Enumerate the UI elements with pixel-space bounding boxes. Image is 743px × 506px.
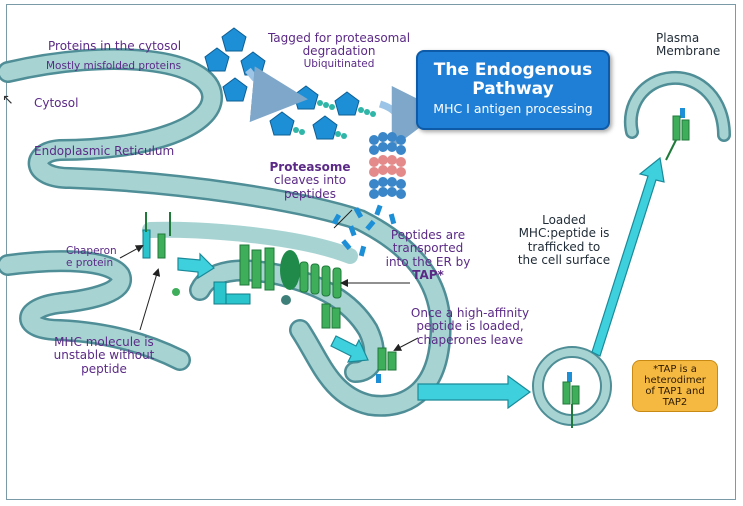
label-proteasome-block: Proteasome cleaves into peptides bbox=[262, 160, 358, 201]
label-once-2: peptide is loaded, bbox=[416, 319, 524, 334]
label-ubiquitinated: Ubiquitinated bbox=[303, 57, 375, 70]
mouse-cursor-icon: ↖ bbox=[2, 92, 14, 108]
tap-transporter bbox=[299, 261, 342, 299]
label-peptides-1: Peptides are bbox=[390, 228, 466, 242]
title-subtitle: MHC I antigen processing bbox=[433, 101, 593, 117]
label-cleaves-1: cleaves into bbox=[273, 173, 347, 188]
label-chaperone-block: Chaperon e protein bbox=[66, 245, 117, 270]
er-lumen-band bbox=[142, 221, 358, 264]
surface-mhc bbox=[665, 108, 690, 161]
loaded-mhc-er bbox=[321, 303, 397, 383]
pointer-once bbox=[393, 337, 419, 351]
label-proteasome: Proteasome bbox=[269, 160, 351, 174]
tagging-arrow bbox=[245, 66, 308, 123]
title-box: The Endogenous Pathway MHC I antigen pro… bbox=[416, 50, 610, 130]
ubiquitin-chains bbox=[293, 100, 376, 139]
proteasome-arrow bbox=[378, 85, 442, 149]
footnote-line-4: TAP2 bbox=[662, 397, 688, 408]
label-peptides-2: transported bbox=[392, 241, 464, 256]
label-misfolded: Mostly misfolded proteins bbox=[46, 60, 182, 72]
proteasome bbox=[369, 132, 406, 199]
flow-arrow-2 bbox=[330, 335, 369, 363]
label-once-1: Once a high-affinity bbox=[410, 306, 530, 320]
plasma-membrane bbox=[623, 70, 731, 142]
label-peptides-block: Peptides are transported into the ER by … bbox=[378, 228, 478, 283]
protein-pentagon bbox=[204, 47, 230, 72]
label-loaded-3: trafficked to bbox=[527, 239, 601, 254]
label-loaded-1: Loaded bbox=[542, 213, 586, 227]
label-peptides-3: into the ER by bbox=[385, 254, 471, 269]
label-plasma-block: Plasma Membrane bbox=[656, 31, 721, 59]
label-mhc-1: MHC molecule is bbox=[54, 335, 154, 349]
mhc-assembly-complex bbox=[213, 244, 300, 305]
pointer-chaperone bbox=[119, 245, 144, 259]
footnote-line-3: of TAP1 and bbox=[645, 386, 705, 397]
label-loaded-2: MHC:peptide is bbox=[518, 226, 610, 241]
protein-pentagon bbox=[222, 77, 248, 102]
protein-pentagon bbox=[221, 27, 247, 52]
title-line-2: Pathway bbox=[472, 78, 554, 99]
label-tagged: Tagged for proteasomal degradation Ubiqu… bbox=[254, 31, 424, 71]
vesicle-mhc bbox=[562, 372, 580, 428]
label-mhc-3: peptide bbox=[81, 361, 127, 376]
label-tap: TAP* bbox=[412, 268, 444, 283]
protein-pentagon bbox=[312, 115, 338, 140]
protein-pentagon bbox=[269, 111, 295, 136]
label-loaded-4: the cell surface bbox=[517, 253, 611, 268]
label-cytosol: Cytosol bbox=[34, 96, 79, 110]
label-tagged-2: degradation bbox=[302, 44, 376, 59]
label-mhc-block: MHC molecule is unstable without peptide bbox=[44, 335, 164, 376]
footnote-line-1: *TAP is a bbox=[653, 364, 697, 375]
diagram-frame bbox=[6, 4, 736, 500]
label-plasma-1: Plasma bbox=[656, 31, 700, 45]
cytosol-membrane bbox=[0, 48, 452, 417]
label-proteins-cytosol: Proteins in the cytosol bbox=[48, 39, 182, 53]
label-loaded-block: Loaded MHC:peptide is trafficked to the … bbox=[508, 213, 620, 268]
pointer-mhc bbox=[139, 268, 161, 331]
label-chaperone-1: Chaperon bbox=[66, 245, 117, 257]
label-er: Endoplasmic Reticulum bbox=[34, 144, 175, 158]
flow-arrow-4 bbox=[591, 156, 665, 357]
pointer-proteasome bbox=[333, 209, 353, 229]
flow-arrow-3 bbox=[417, 374, 532, 410]
tap-footnote-box: *TAP is a heterodimer of TAP1 and TAP2 bbox=[632, 360, 718, 412]
protein-pentagon bbox=[334, 91, 360, 116]
label-once-block: Once a high-affinity peptide is loaded, … bbox=[400, 306, 540, 347]
title-line-1: The Endogenous bbox=[433, 60, 593, 80]
label-chaperone-2: e protein bbox=[66, 256, 114, 269]
protein-pentagon bbox=[293, 85, 319, 110]
footnote-line-2: heterodimer bbox=[644, 375, 706, 386]
pointer-lines bbox=[119, 209, 419, 351]
label-tagged-1: Tagged for proteasomal bbox=[267, 31, 411, 45]
label-mhc-2: unstable without bbox=[53, 348, 155, 363]
flow-arrow-1 bbox=[177, 252, 215, 280]
label-plasma-2: Membrane bbox=[656, 44, 721, 59]
label-once-3: chaperones leave bbox=[416, 332, 524, 347]
label-cleaves-2: peptides bbox=[284, 186, 336, 201]
chaperone-complex bbox=[142, 212, 180, 296]
flow-arrows bbox=[177, 156, 665, 410]
